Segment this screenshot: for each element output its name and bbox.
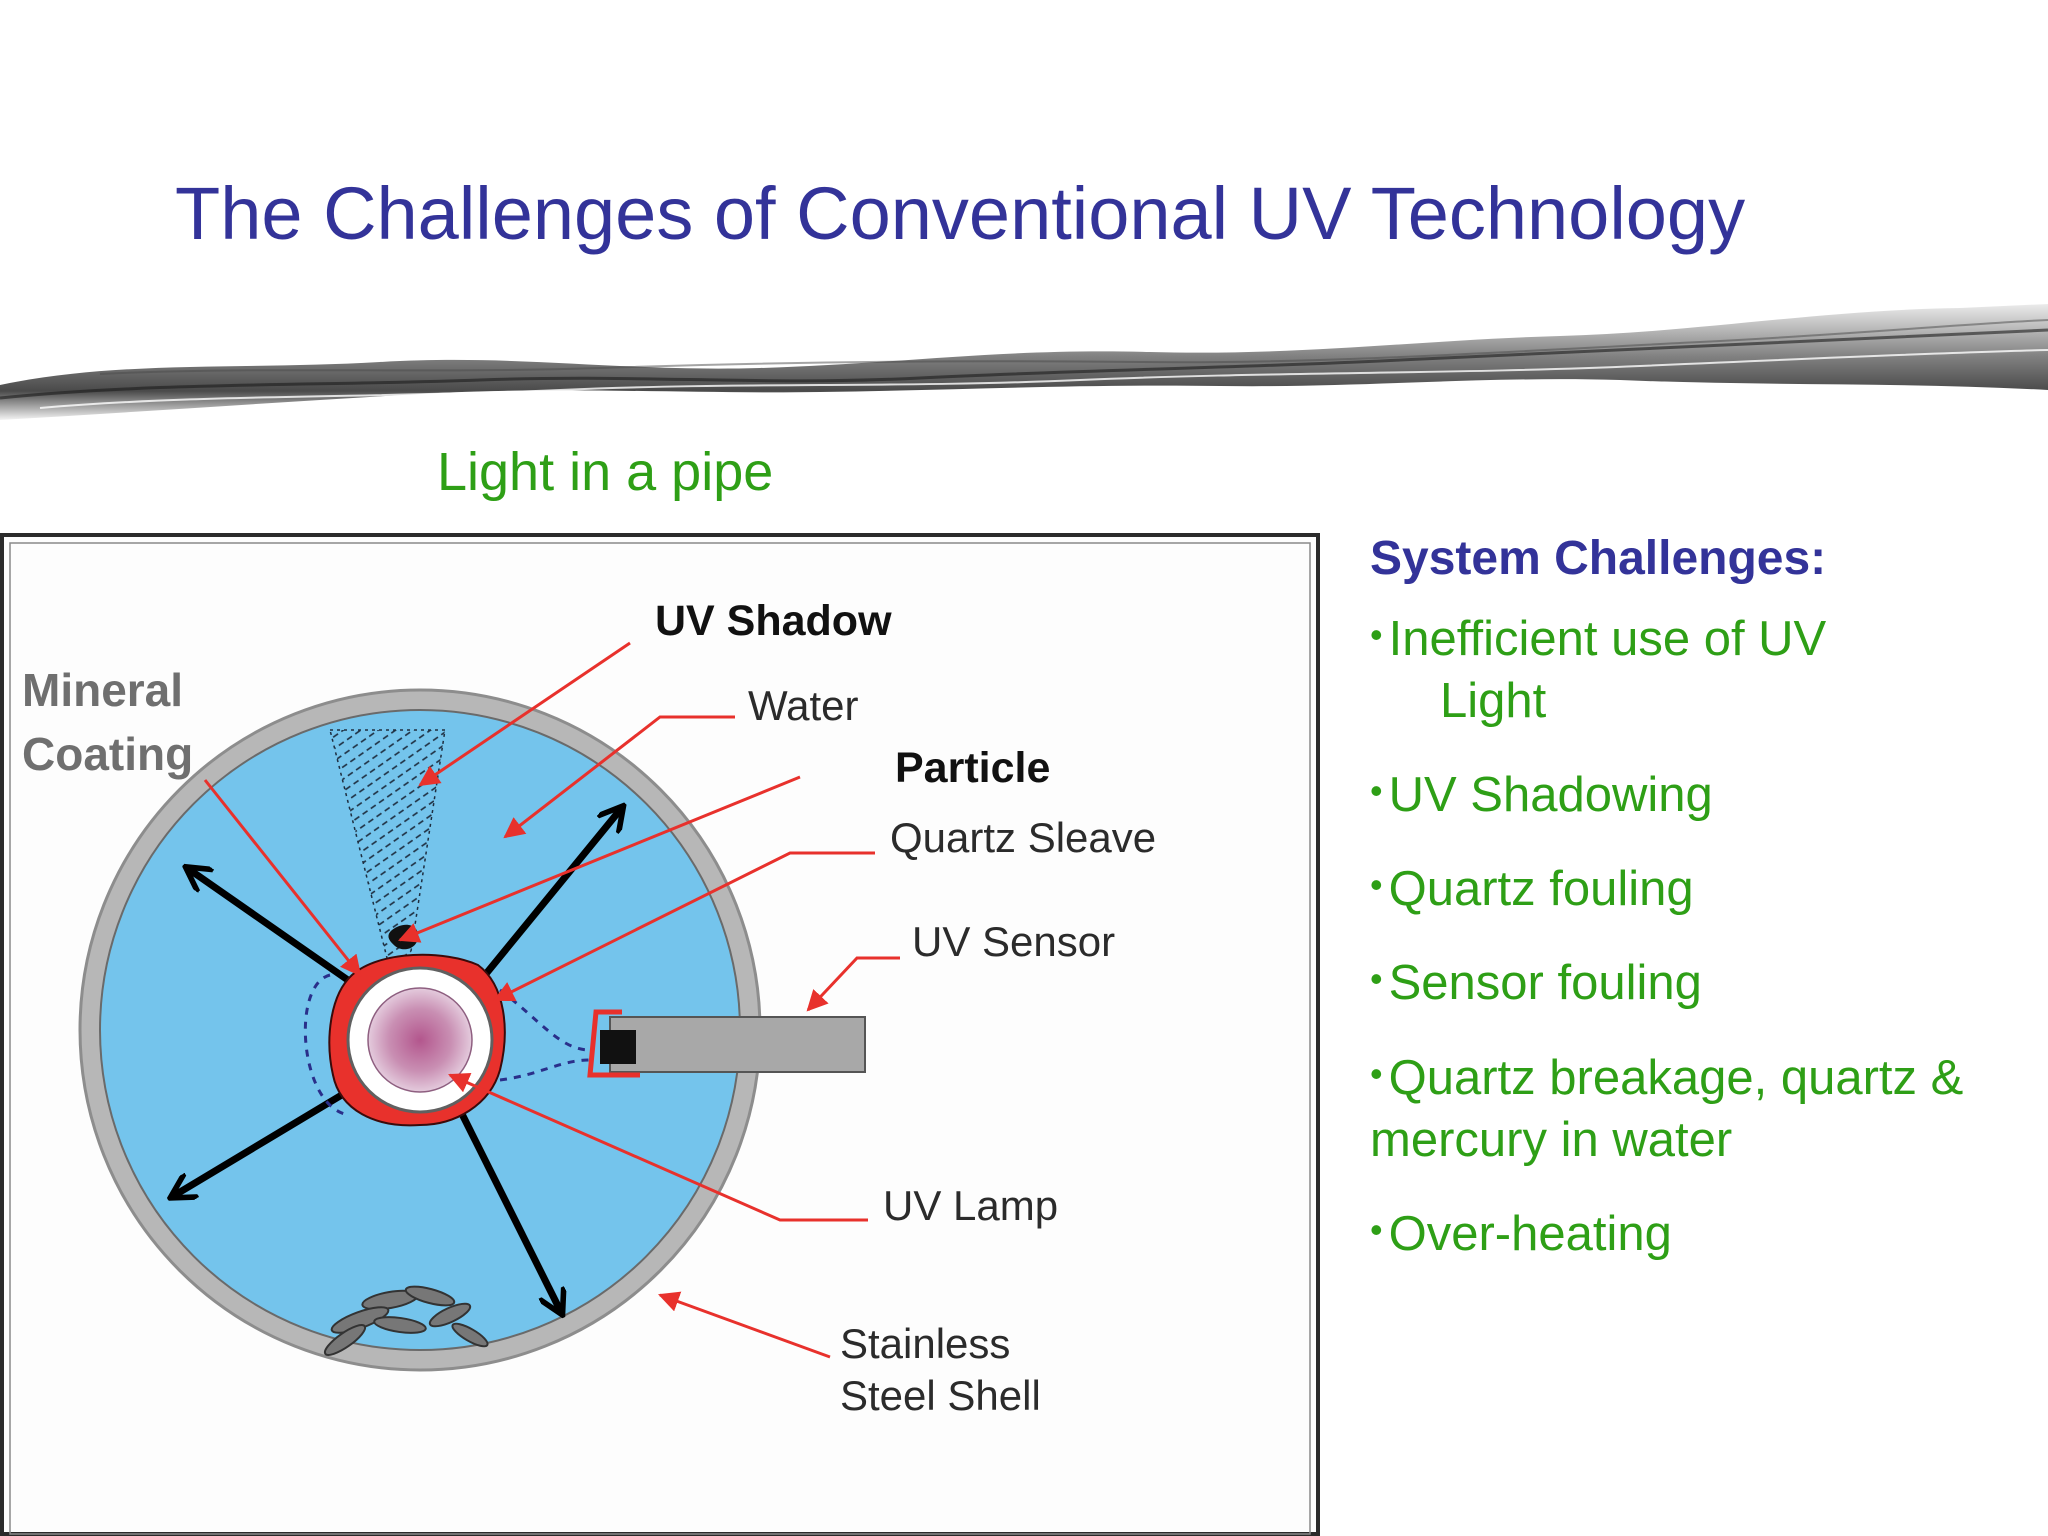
label-mineral-coating-line2: Coating — [22, 728, 193, 780]
subtitle: Light in a pipe — [437, 442, 774, 502]
slide-title: The Challenges of Conventional UV Techno… — [175, 172, 1746, 255]
uv-lamp — [367, 987, 473, 1093]
label-pointers — [203, 641, 900, 1359]
water-wave-banner — [0, 304, 2048, 420]
label-stainless-line1: Stainless — [840, 1320, 1010, 1367]
challenge-item: •UV Shadowing — [1370, 768, 1713, 823]
label-mineral-coating-line1: Mineral — [22, 664, 183, 716]
label-uv-shadow: UV Shadow — [655, 597, 892, 645]
label-uv-sensor: UV Sensor — [912, 918, 1115, 965]
label-particle: Particle — [895, 744, 1050, 792]
label-quartz-sleave: Quartz Sleave — [890, 814, 1156, 861]
light-ray-arrows — [175, 810, 620, 1310]
bullet-icon: • — [1370, 1209, 1383, 1251]
challenge-item: •Quartz breakage, quartz & mercury in wa… — [1370, 1050, 1964, 1167]
challenges-heading: System Challenges: — [1370, 532, 1827, 585]
challenge-item: •Over-heating — [1370, 1207, 1672, 1262]
bullet-icon: • — [1370, 770, 1383, 812]
sediment — [323, 1285, 489, 1356]
challenge-item: •Quartz fouling — [1370, 862, 1694, 917]
system-challenges-panel: System Challenges: •Inefficient use of U… — [1370, 530, 2030, 1297]
bullet-icon: • — [1370, 613, 1383, 655]
bullet-icon: • — [1370, 864, 1383, 906]
uv-reactor-diagram: UV Shadow Mineral Coating Water Particle… — [0, 533, 1320, 1536]
bullet-icon: • — [1370, 958, 1383, 1000]
label-water: Water — [748, 682, 858, 729]
challenge-item: •Sensor fouling — [1370, 956, 1702, 1011]
uv-sensor-housing — [609, 1016, 866, 1073]
bullet-icon: • — [1370, 1052, 1383, 1094]
sensor-fouling — [587, 1009, 640, 1078]
challenge-item: •Inefficient use of UV Light — [1370, 611, 1827, 728]
uv-sensor-window — [600, 1030, 636, 1064]
label-uv-lamp: UV Lamp — [883, 1182, 1058, 1229]
label-stainless-line2: Steel Shell — [840, 1372, 1041, 1419]
